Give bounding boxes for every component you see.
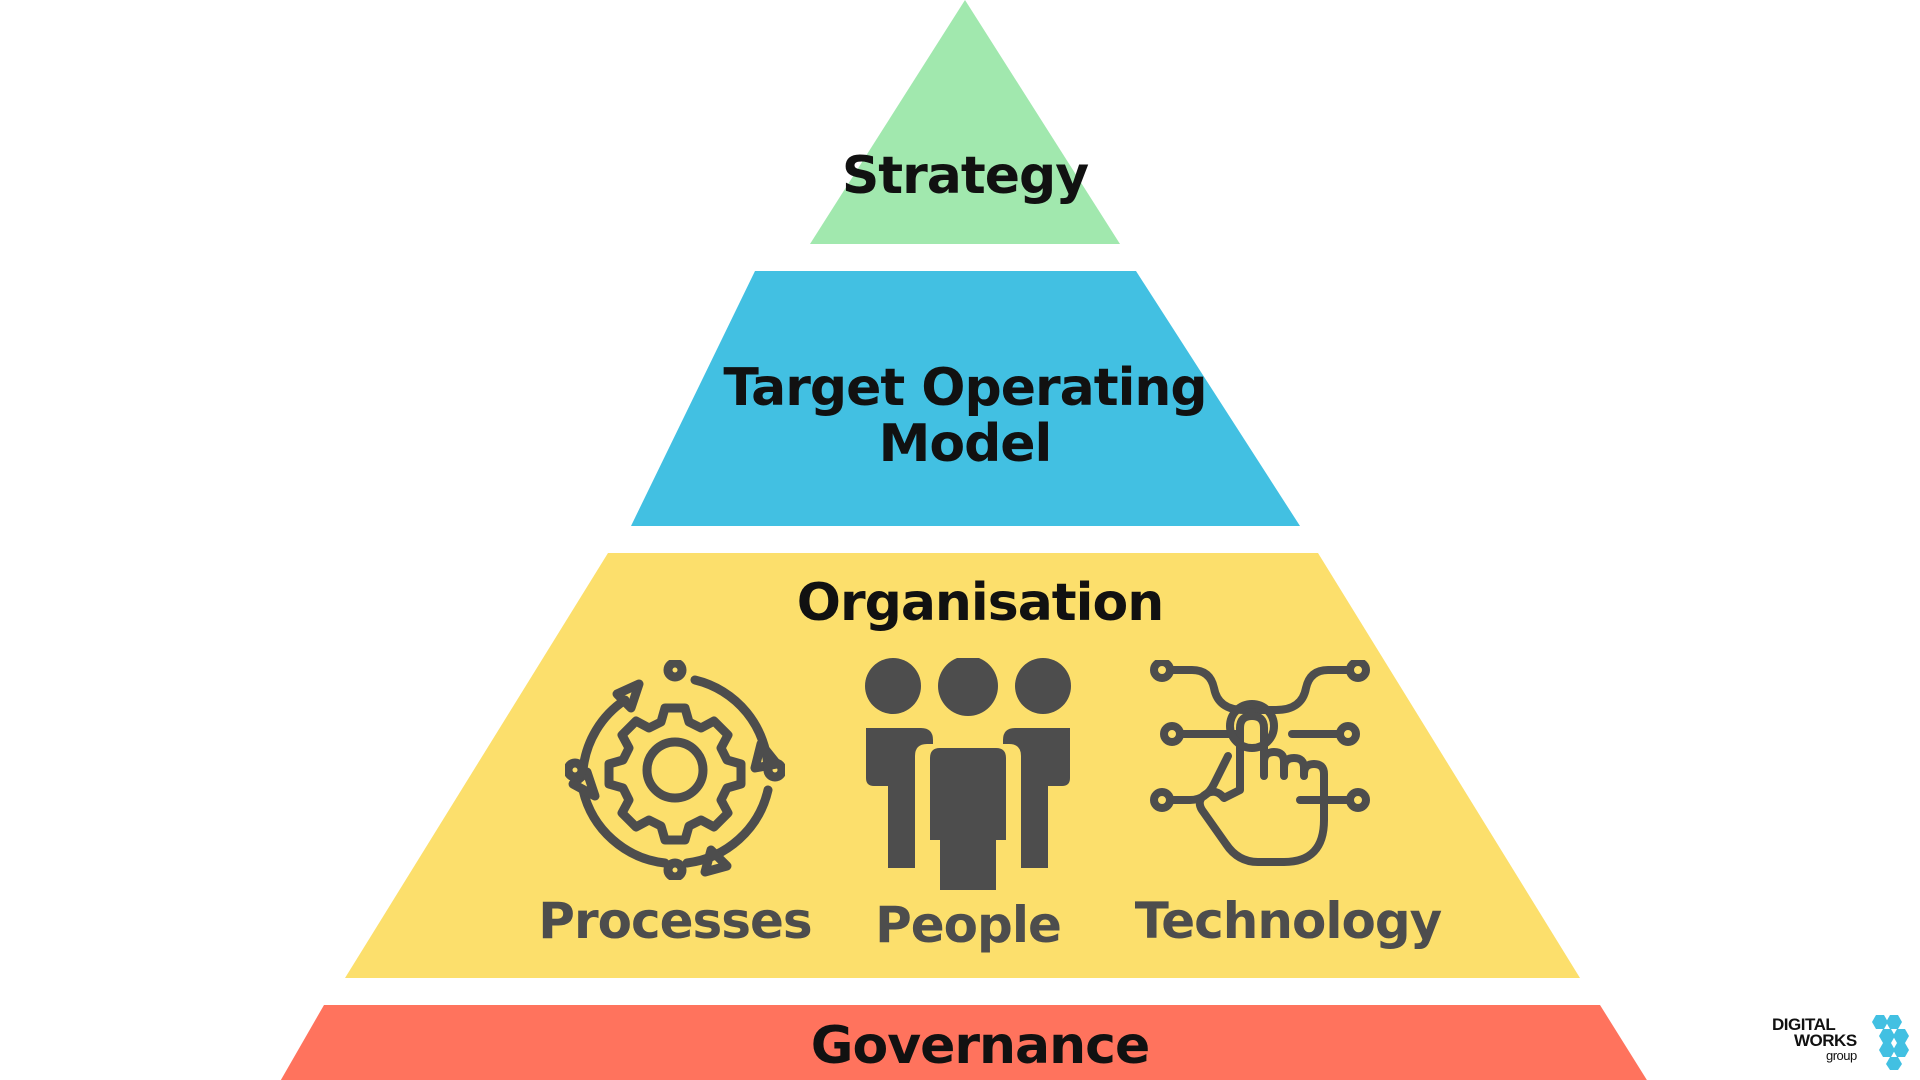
technology-label: Technology	[1134, 892, 1442, 950]
hexagon-cluster-icon	[1872, 1015, 1909, 1070]
strategy-label: Strategy	[841, 146, 1089, 206]
target-operating-model-tier	[631, 271, 1300, 526]
organisation-label: Organisation	[796, 573, 1164, 633]
logo-line-3: group	[1826, 1048, 1857, 1063]
people-label: People	[875, 896, 1062, 954]
processes-label: Processes	[538, 892, 812, 950]
governance-tier	[280, 1005, 1647, 1080]
digital-works-logo: DIGITAL WORKS group	[1772, 1012, 1914, 1070]
people-group-icon	[858, 656, 1078, 890]
governance-label: Governance	[810, 1016, 1150, 1076]
strategy-tier	[810, 0, 1120, 244]
logo-line-2: WORKS	[1794, 1031, 1857, 1050]
touch-technology-icon	[1150, 658, 1370, 880]
logo-line-1: DIGITAL	[1772, 1015, 1836, 1034]
process-cycle-gear-icon	[563, 658, 787, 882]
target-operating-model-label: Target Operating Model	[723, 358, 1207, 474]
